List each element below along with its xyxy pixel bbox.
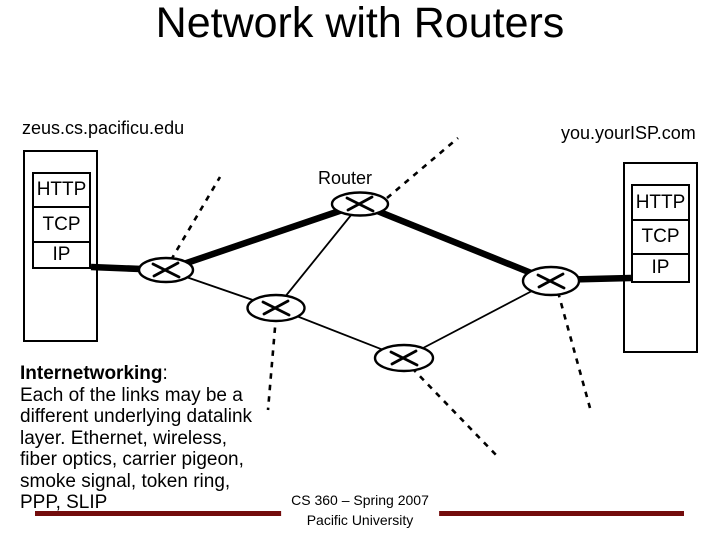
router-label: Router (318, 168, 373, 188)
note-line: PPP, SLIP (20, 492, 108, 513)
network-link-thick (164, 200, 362, 274)
router-left-x-icon (152, 261, 180, 278)
router-bottom-x-icon (390, 349, 418, 366)
right-protocol-stack: HTTP TCP IP (631, 184, 690, 283)
network-link-dashed (266, 315, 278, 411)
note-heading: Internetworking: (20, 363, 168, 384)
network-link-dashed (556, 291, 592, 409)
left-stack-http: HTTP (32, 172, 91, 208)
left-stack-tcp: TCP (32, 206, 91, 243)
right-host-box (623, 162, 698, 353)
note-line: layer. Ethernet, wireless, (20, 427, 227, 449)
slide-title: Network with Routers (155, 0, 565, 47)
network-link-dashed (386, 137, 459, 199)
right-stack-ip: IP (631, 253, 690, 283)
right-hostname-label: you.yourISP.com (561, 123, 696, 143)
left-stack-ip: IP (32, 241, 91, 269)
router-middle-x-icon (262, 299, 290, 316)
network-link-dashed (411, 367, 499, 458)
note-line: Each of the links may be a (20, 384, 243, 406)
left-protocol-stack: HTTP TCP IP (32, 172, 91, 269)
network-link-thick (358, 200, 553, 285)
note-line: smoke signal, token ring, (20, 470, 231, 492)
network-link-thin (275, 203, 361, 309)
internetworking-note: Internetworking: Each of the links may b… (20, 363, 252, 514)
footer-course: CS 360 – Spring 2007 (291, 492, 429, 508)
network-link-dashed (169, 176, 222, 261)
note-line: different underlying datalink (20, 406, 253, 427)
network-link-thin (403, 280, 552, 359)
right-stack-tcp: TCP (631, 219, 690, 255)
router-right-x-icon (537, 272, 565, 289)
left-host-box (23, 150, 98, 342)
footer-institution: Pacific University (306, 512, 414, 528)
router-top-x-icon (346, 195, 374, 212)
left-hostname-label: zeus.cs.pacificu.edu (22, 118, 185, 138)
note-line: fiber optics, carrier pigeon, (20, 449, 244, 470)
slide-footer: CS 360 – Spring 2007 Pacific University (281, 490, 439, 530)
right-stack-http: HTTP (631, 184, 690, 221)
